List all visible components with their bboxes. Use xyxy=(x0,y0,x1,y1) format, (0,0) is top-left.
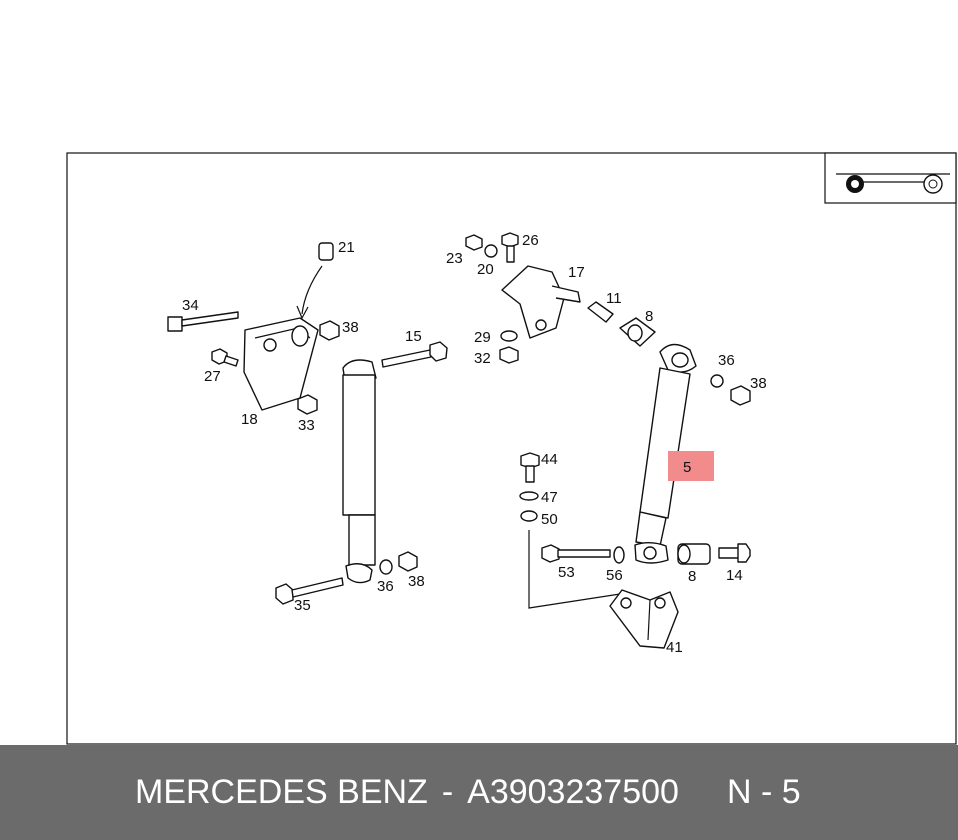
nut-38a xyxy=(319,320,340,341)
callout-labels: 5 21 34 38 27 18 33 15 35 36 38 23 20 26… xyxy=(182,232,767,656)
shock-absorber-left xyxy=(342,359,377,584)
part-number-label: 18 xyxy=(241,411,258,428)
nut-23 xyxy=(465,234,483,251)
part-number-label: 41 xyxy=(666,639,683,656)
nut-33 xyxy=(297,394,318,415)
part-number-label: 56 xyxy=(606,567,623,584)
parts-diagram: 5 21 34 38 27 18 33 15 35 36 38 23 20 26… xyxy=(66,152,957,745)
part-number-label: 20 xyxy=(477,261,494,278)
left-mount-assembly xyxy=(167,242,448,605)
lockwasher-47 xyxy=(519,491,539,501)
footer-separator: - xyxy=(441,773,454,811)
part-number-label: 38 xyxy=(408,573,425,590)
part-number-label: 50 xyxy=(541,511,558,528)
highlight-part-5 xyxy=(668,451,714,481)
bolt-14 xyxy=(718,543,751,563)
nut-32 xyxy=(499,346,519,364)
part-number-label: 53 xyxy=(558,564,575,581)
washer-29 xyxy=(500,330,518,342)
part-number-label: 11 xyxy=(606,290,622,307)
part-number-label: 15 xyxy=(405,328,422,345)
washer-36b xyxy=(710,374,724,388)
nut-38c xyxy=(730,385,751,406)
part-number-label: 36 xyxy=(718,352,735,369)
footer-ref: N - 5 xyxy=(726,773,801,811)
part-number-label: 36 xyxy=(377,578,394,595)
part-number-label: 38 xyxy=(750,375,767,392)
part-number-label: 8 xyxy=(688,568,696,585)
part-number-label: 38 xyxy=(342,319,359,336)
shock-absorber-right xyxy=(634,343,697,564)
washer-56 xyxy=(613,546,625,564)
bolt-35 xyxy=(275,577,344,605)
washer-50 xyxy=(520,510,538,522)
bolt-53 xyxy=(541,544,611,563)
part-number-label: 14 xyxy=(726,567,743,584)
part-number-label: 26 xyxy=(522,232,539,249)
footer-brand: MERCEDES BENZ xyxy=(135,773,428,811)
footer-part-number: A3903237500 xyxy=(467,773,679,811)
bolt-34 xyxy=(167,311,239,332)
part-number-label: 35 xyxy=(294,597,311,614)
bolt-15 xyxy=(381,341,448,368)
part-number-label: 21 xyxy=(338,239,355,256)
bolt-26 xyxy=(501,232,519,263)
part-number-label: 29 xyxy=(474,329,491,346)
bushing-11 xyxy=(587,301,614,323)
part-number-label: 17 xyxy=(568,264,585,281)
part-number-label: 44 xyxy=(541,451,558,468)
bracket-17 xyxy=(501,265,565,339)
bolt-44 xyxy=(520,452,540,483)
part-number-label: 27 xyxy=(204,368,221,385)
bushing-8b xyxy=(677,543,711,565)
footer-bar: MERCEDES BENZ - A3903237500 N - 5 xyxy=(0,745,958,840)
label-highlight: 5 xyxy=(683,459,691,476)
nut-38b xyxy=(398,551,418,572)
right-mount-assembly xyxy=(465,232,751,649)
part-number-label: 33 xyxy=(298,417,315,434)
nut-21 xyxy=(296,242,334,320)
washer-20 xyxy=(484,244,498,258)
part-number-label: 23 xyxy=(446,250,463,267)
vehicle-axle-icon xyxy=(824,152,957,204)
washer-36a xyxy=(379,559,393,575)
part-number-label: 32 xyxy=(474,350,491,367)
part-number-label: 47 xyxy=(541,489,558,506)
bushing-8a xyxy=(619,317,656,347)
part-number-label: 34 xyxy=(182,297,199,314)
part-number-label: 8 xyxy=(645,308,653,325)
bolt-27 xyxy=(211,348,239,367)
